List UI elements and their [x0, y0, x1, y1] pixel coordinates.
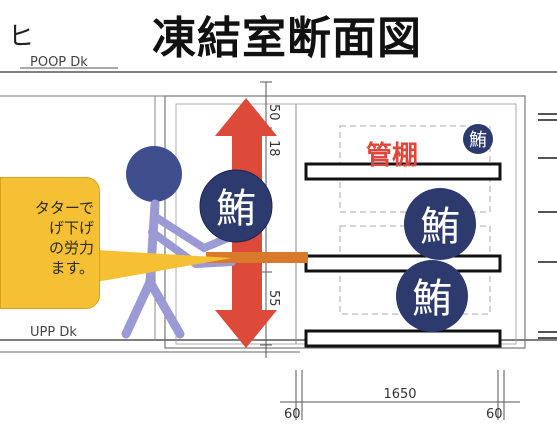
callout-line-4: ます。 [50, 259, 94, 277]
callout-line-1: タターで [34, 199, 94, 217]
page-title: 凍結室断面図 [152, 13, 422, 64]
shelf-middle [304, 254, 502, 273]
shelf-label: 管棚 [366, 141, 418, 171]
svg-text:鮪: 鮪 [420, 204, 460, 250]
callout-pointer [96, 250, 232, 282]
worker-figure [121, 146, 236, 339]
dim-label-top: 50 [266, 104, 281, 121]
callout-text: タターで げ下げ の労力 ます。 [2, 198, 94, 278]
callout-line-2: げ下げ [48, 219, 94, 237]
worker-right-leg [145, 277, 185, 339]
worker-upper-arm [150, 212, 232, 253]
callout-box [0, 177, 100, 309]
worker-left-leg [121, 277, 155, 339]
fish-badge-lower: 鮪 [396, 260, 468, 332]
fish-badge-held: 鮪 [199, 169, 273, 243]
dim-label-upper: 18 [266, 140, 281, 157]
right-margin-label: 60 [486, 407, 503, 420]
shelf-top [304, 162, 502, 181]
left-margin-label: 60 [284, 407, 301, 420]
carried-board [206, 252, 308, 263]
shelf-bottom [304, 329, 502, 348]
svg-text:鮪: 鮪 [469, 130, 487, 151]
worker-head [126, 146, 182, 202]
fish-badge-upper: 鮪 [404, 188, 476, 260]
poop-deck-label: POOP Dk [30, 55, 88, 70]
svg-text:鮪: 鮪 [216, 186, 256, 232]
svg-text:鮪: 鮪 [412, 276, 452, 322]
corner-character: ヒ [8, 22, 35, 52]
fish-badge-small: 鮪 [463, 124, 493, 154]
callout-line-3: の労力 [48, 239, 94, 257]
dim-label-lower: 55 [266, 290, 281, 307]
width-dim-label: 1650 [383, 387, 416, 402]
upper-deck-label: UPP Dk [30, 325, 77, 340]
